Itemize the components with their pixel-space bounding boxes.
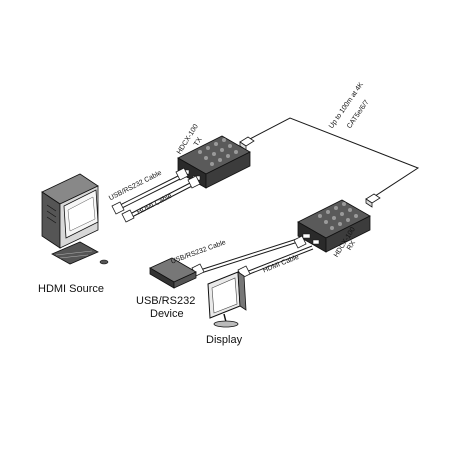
rj45-plug-rx (365, 193, 381, 208)
usb-device-label-line1: USB/RS232 (136, 295, 196, 307)
hdmi-source-label: HDMI Source (38, 283, 105, 295)
usb-device-label-line2: Device (150, 308, 184, 320)
rx-usb-cable (191, 235, 307, 277)
cat-cable (247, 117, 420, 199)
display-label: Display (206, 334, 243, 346)
transmitter-device (177, 135, 251, 189)
receiver-device (297, 199, 371, 253)
tx-usb-cable (111, 167, 189, 215)
display-monitor (207, 271, 247, 328)
usb-rs232-device (149, 257, 197, 289)
hdmi-source-pc (41, 173, 109, 265)
tx-hdmi-cable (121, 175, 201, 223)
